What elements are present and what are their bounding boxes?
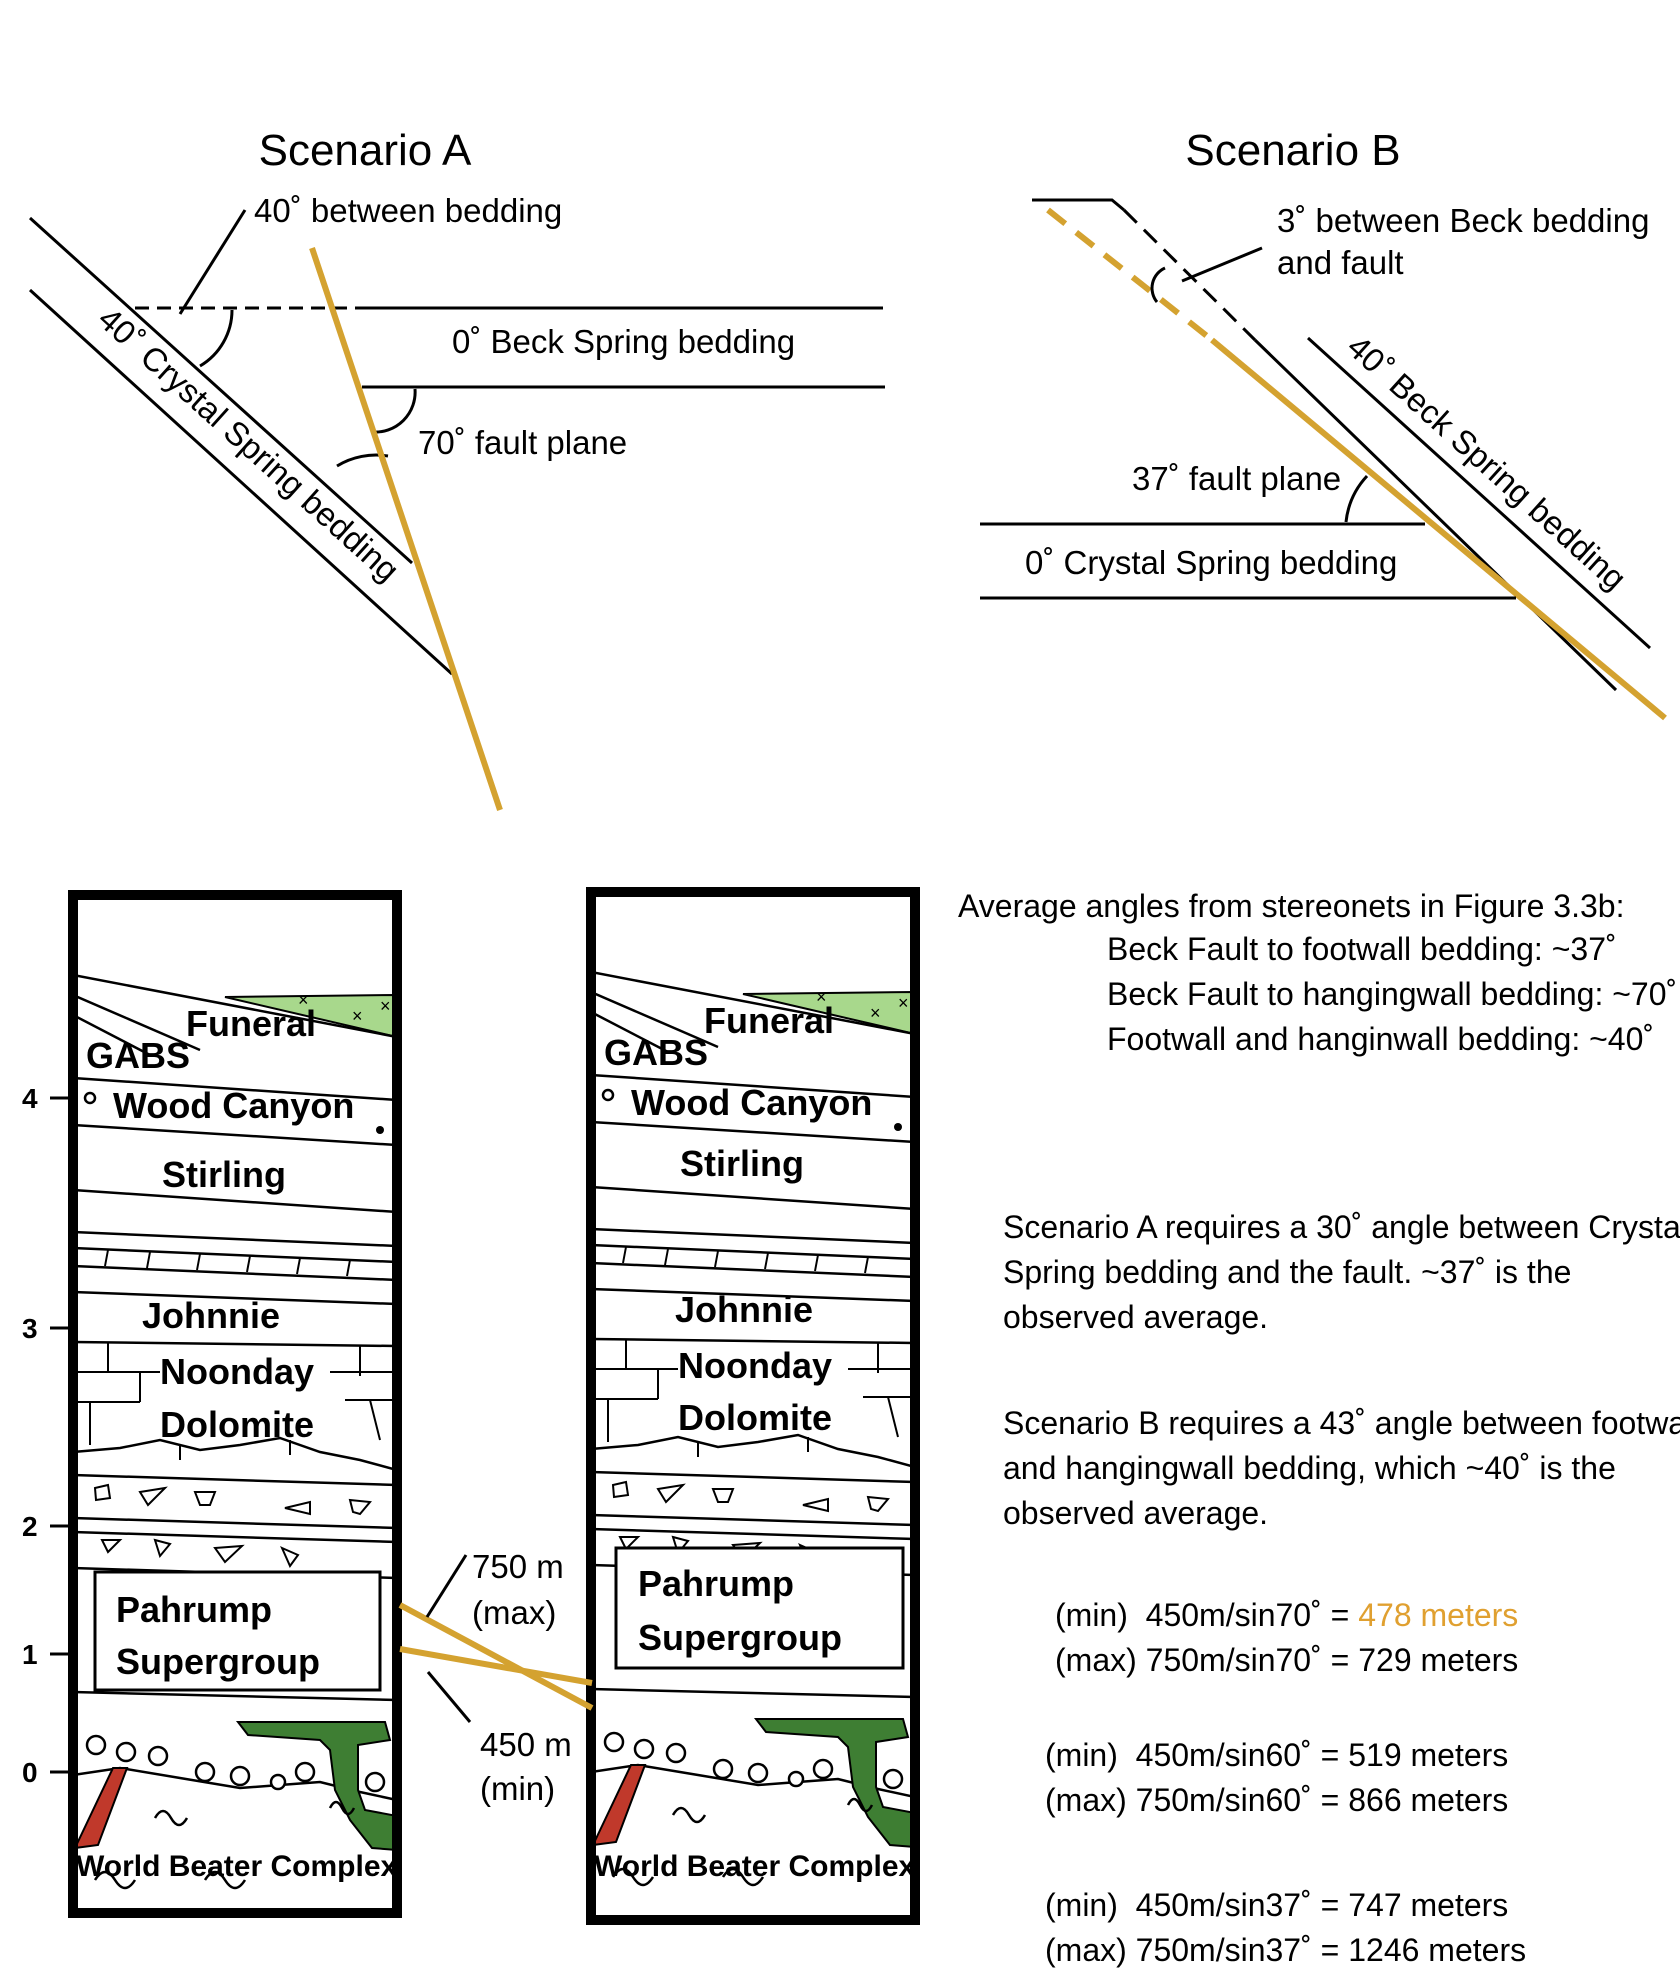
scenario-b-note: Scenario B requires a 43˚ angle between … bbox=[1003, 1405, 1680, 1441]
unit-dolomite: Dolomite bbox=[678, 1397, 832, 1438]
scale-tick-label: 4 bbox=[22, 1083, 38, 1114]
unit-funeral: Funeral bbox=[704, 1000, 834, 1041]
scenario-a-fault bbox=[309, 247, 503, 811]
max-offset-value: 750 m bbox=[472, 1548, 564, 1585]
scenario-b-crystal-label: 0˚ Crystal Spring bedding bbox=[1025, 544, 1397, 581]
min-offset-label: (min) bbox=[480, 1770, 555, 1807]
scenario-a-crystal-label: 40˚ Crystal Spring bedding bbox=[91, 300, 406, 589]
unit-dolomite: Dolomite bbox=[160, 1404, 314, 1445]
average-line: Footwall and hanginwall bedding: ~40˚ bbox=[1107, 1021, 1654, 1057]
stratigraphic-column-right: Funeral GABS Wood Canyon Stirling Johnni… bbox=[586, 887, 920, 1925]
max-offset-line bbox=[398, 1602, 594, 1711]
average-line: Beck Fault to hangingwall bedding: ~70˚ bbox=[1107, 976, 1677, 1012]
scenario-b-note: observed average. bbox=[1003, 1495, 1268, 1531]
unit-gabs: GABS bbox=[604, 1032, 708, 1073]
scenario-a-beck-label: 0˚ Beck Spring bedding bbox=[452, 323, 795, 360]
scenario-a-note: Spring bedding and the fault. ~37˚ is th… bbox=[1003, 1254, 1571, 1290]
scenario-b-note: and hangingwall bedding, which ~40˚ is t… bbox=[1003, 1450, 1616, 1486]
scenario-b-between-label-1: 3˚ between Beck bedding bbox=[1277, 202, 1649, 239]
average-line: Beck Fault to footwall bedding: ~37˚ bbox=[1107, 931, 1617, 967]
unit-funeral: Funeral bbox=[186, 1003, 316, 1044]
calc-min-60: (min) 450m/sin60˚ = 519 meters bbox=[1045, 1737, 1508, 1773]
calc-max-60: (max) 750m/sin60˚ = 866 meters bbox=[1045, 1782, 1508, 1818]
unit-world-beater: World Beater Complex bbox=[594, 1850, 915, 1883]
scenario-a: Scenario A 40˚ between bedding 0˚ Beck S… bbox=[28, 126, 885, 811]
scenario-b-fault bbox=[1210, 337, 1667, 721]
scenario-b-title: Scenario B bbox=[1185, 126, 1400, 175]
calc-max-37: (max) 750m/sin37˚ = 1246 meters bbox=[1045, 1932, 1526, 1968]
notes: Average angles from stereonets in Figure… bbox=[958, 888, 1680, 1968]
unit-pahrump-1: Pahrump bbox=[116, 1589, 272, 1630]
min-offset-line bbox=[399, 1646, 593, 1686]
unit-world-beater: World Beater Complex bbox=[76, 1850, 397, 1883]
max-offset-label: (max) bbox=[472, 1594, 556, 1631]
unit-wood-canyon: Wood Canyon bbox=[631, 1082, 872, 1123]
average-header: Average angles from stereonets in Figure… bbox=[958, 888, 1624, 924]
unit-gabs: GABS bbox=[86, 1035, 190, 1076]
calc-min-70-result: 478 meters bbox=[1358, 1597, 1518, 1633]
unit-noonday: Noonday bbox=[678, 1345, 832, 1386]
unit-wood-canyon: Wood Canyon bbox=[113, 1085, 354, 1126]
unit-pahrump-1: Pahrump bbox=[638, 1563, 794, 1604]
calc-min-70: (min) 450m/sin70˚ = 478 meters bbox=[1055, 1597, 1518, 1633]
scenario-b-between-label-2: and fault bbox=[1277, 244, 1404, 281]
scale-tick-label: 2 bbox=[22, 1511, 38, 1542]
unit-johnnie: Johnnie bbox=[142, 1295, 280, 1336]
scenario-a-note: Scenario A requires a 30˚ angle between … bbox=[1003, 1209, 1680, 1245]
scenario-b: Scenario B 3˚ between Beck bedding and f… bbox=[980, 126, 1667, 721]
min-offset-value: 450 m bbox=[480, 1726, 572, 1763]
scale-ticks: 4 3 2 1 0 bbox=[22, 1083, 73, 1788]
scenario-a-note: observed average. bbox=[1003, 1299, 1268, 1335]
scale-tick-label: 0 bbox=[22, 1757, 38, 1788]
unit-noonday: Noonday bbox=[160, 1351, 314, 1392]
offset-correlation: 750 m (max) 450 m (min) bbox=[398, 1548, 594, 1807]
unit-pahrump-2: Supergroup bbox=[638, 1617, 842, 1658]
scale-tick-label: 3 bbox=[22, 1313, 38, 1344]
unit-johnnie: Johnnie bbox=[675, 1289, 813, 1330]
scale-tick-label: 1 bbox=[22, 1639, 38, 1670]
scenario-b-fault-label: 37˚ fault plane bbox=[1132, 460, 1341, 497]
unit-stirling: Stirling bbox=[680, 1143, 804, 1184]
calc-min-37: (min) 450m/sin37˚ = 747 meters bbox=[1045, 1887, 1508, 1923]
stratigraphic-column-left: Funeral GABS Wood Canyon Stirling Johnni… bbox=[68, 890, 402, 1918]
scenario-a-title: Scenario A bbox=[259, 126, 472, 175]
scenario-a-between-label: 40˚ between bedding bbox=[254, 192, 562, 229]
scenario-a-fault-label: 70˚ fault plane bbox=[418, 424, 627, 461]
unit-pahrump-2: Supergroup bbox=[116, 1641, 320, 1682]
calc-max-70: (max) 750m/sin70˚ = 729 meters bbox=[1055, 1642, 1518, 1678]
unit-stirling: Stirling bbox=[162, 1154, 286, 1195]
